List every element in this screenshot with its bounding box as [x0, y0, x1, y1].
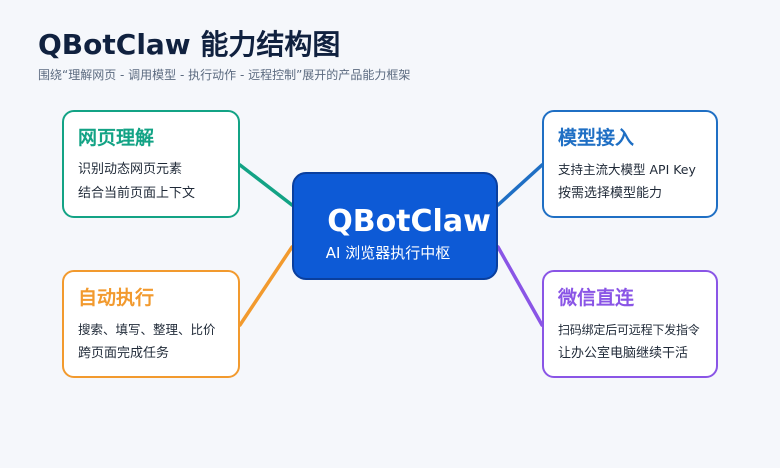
node-line: 跨页面完成任务: [78, 345, 170, 361]
node-wechat-direct: 微信直连 扫码绑定后可远程下发指令 让办公室电脑继续干活: [542, 270, 718, 378]
connector-auto: [238, 245, 294, 327]
page-subtitle: 围绕“理解网页 - 调用模型 - 执行动作 - 远程控制”展开的产品能力框架: [38, 68, 411, 82]
node-title: 模型接入: [558, 127, 635, 149]
node-title: 微信直连: [558, 287, 635, 309]
node-line: 支持主流大模型 API Key: [558, 161, 696, 177]
node-line: 让办公室电脑继续干活: [558, 345, 689, 361]
center-node: QBotClaw AI 浏览器执行中枢: [292, 172, 498, 280]
node-line: 结合当前页面上下文: [78, 185, 196, 201]
node-line: 搜索、填写、整理、比价: [78, 321, 216, 337]
node-line: 识别动态网页元素: [78, 161, 183, 177]
connector-wechat: [496, 245, 544, 327]
node-line: 扫码绑定后可远程下发指令: [558, 322, 700, 337]
node-line: 按需选择模型能力: [558, 185, 663, 201]
node-model-access: 模型接入 支持主流大模型 API Key 按需选择模型能力: [542, 110, 718, 218]
connector-web: [238, 163, 294, 207]
connector-model: [496, 163, 544, 207]
node-title: 网页理解: [78, 127, 155, 149]
node-web-understanding: 网页理解 识别动态网页元素 结合当前页面上下文: [62, 110, 240, 218]
page-title: QBotClaw 能力结构图: [38, 28, 341, 61]
node-title: 自动执行: [78, 287, 155, 309]
center-subtitle: AI 浏览器执行中枢: [325, 244, 451, 262]
node-auto-execute: 自动执行 搜索、填写、整理、比价 跨页面完成任务: [62, 270, 240, 378]
center-title: QBotClaw: [327, 204, 491, 239]
